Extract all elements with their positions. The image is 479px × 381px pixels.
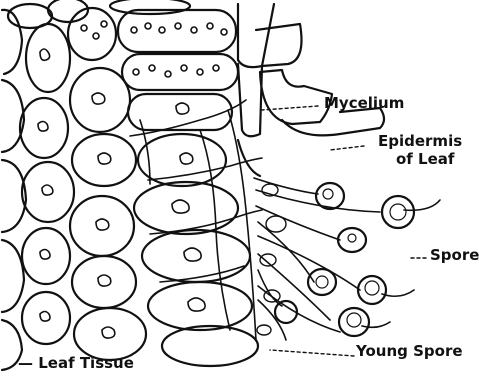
cell-contents xyxy=(38,49,205,338)
young-spores xyxy=(257,184,286,335)
spore-hyphae xyxy=(254,178,440,340)
label-spores: Spores xyxy=(430,248,479,263)
label-epidermis-line1: Epidermis xyxy=(378,134,462,149)
epidermis-cells xyxy=(238,4,384,176)
label-epidermis-line2: of Leaf xyxy=(396,152,454,167)
label-leaf-tissue: — Leaf Tissue xyxy=(18,356,134,371)
label-mycelium: Mycelium xyxy=(324,96,404,111)
label-young-spore: Young Spore xyxy=(356,344,463,359)
